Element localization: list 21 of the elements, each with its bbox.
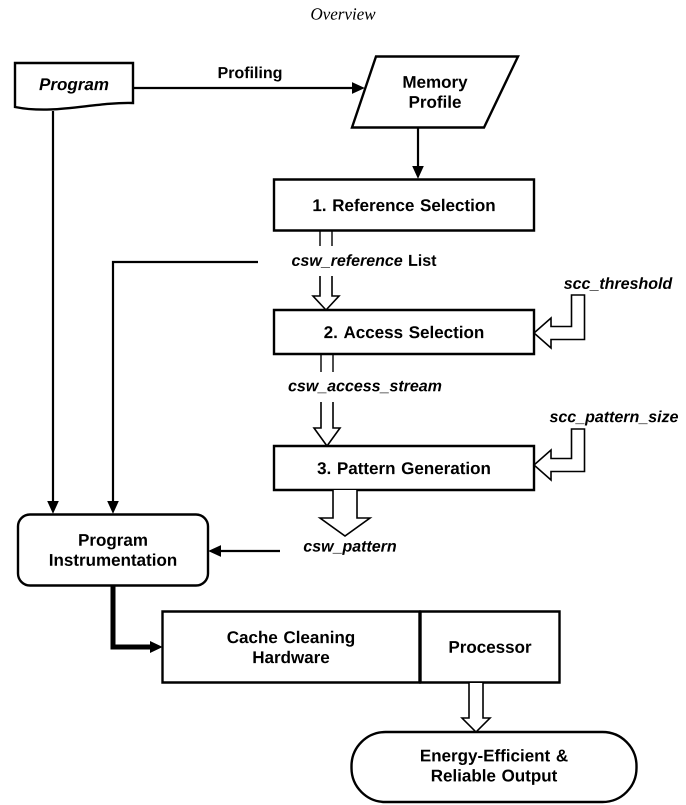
arrow bbox=[460, 682, 492, 734]
edge-label: Profiling bbox=[216, 66, 284, 82]
title: Overview bbox=[311, 8, 376, 20]
rounded-box: Program Instrumentation bbox=[16, 513, 210, 587]
arrow bbox=[312, 401, 342, 448]
arrow bbox=[318, 489, 372, 537]
data-label: scc_threshold bbox=[564, 277, 672, 291]
arrow bbox=[319, 229, 333, 247]
arrow bbox=[320, 353, 334, 373]
process-box: Processor bbox=[419, 610, 561, 684]
data-label: csw_pattern bbox=[304, 541, 396, 555]
arrow bbox=[311, 275, 341, 312]
process-box: 2. Access Selection bbox=[272, 308, 536, 356]
data-label: scc_pattern_size bbox=[550, 410, 678, 426]
process-box: 1. Reference Selection bbox=[272, 178, 536, 232]
arrow bbox=[532, 294, 586, 350]
arrow bbox=[532, 428, 586, 482]
data-label: csw_reference List bbox=[292, 254, 436, 268]
process-box: 3. Pattern Generation bbox=[272, 444, 536, 492]
process-box: Cache Cleaning Hardware bbox=[161, 610, 421, 684]
data-label: csw_access_stream bbox=[288, 380, 442, 394]
